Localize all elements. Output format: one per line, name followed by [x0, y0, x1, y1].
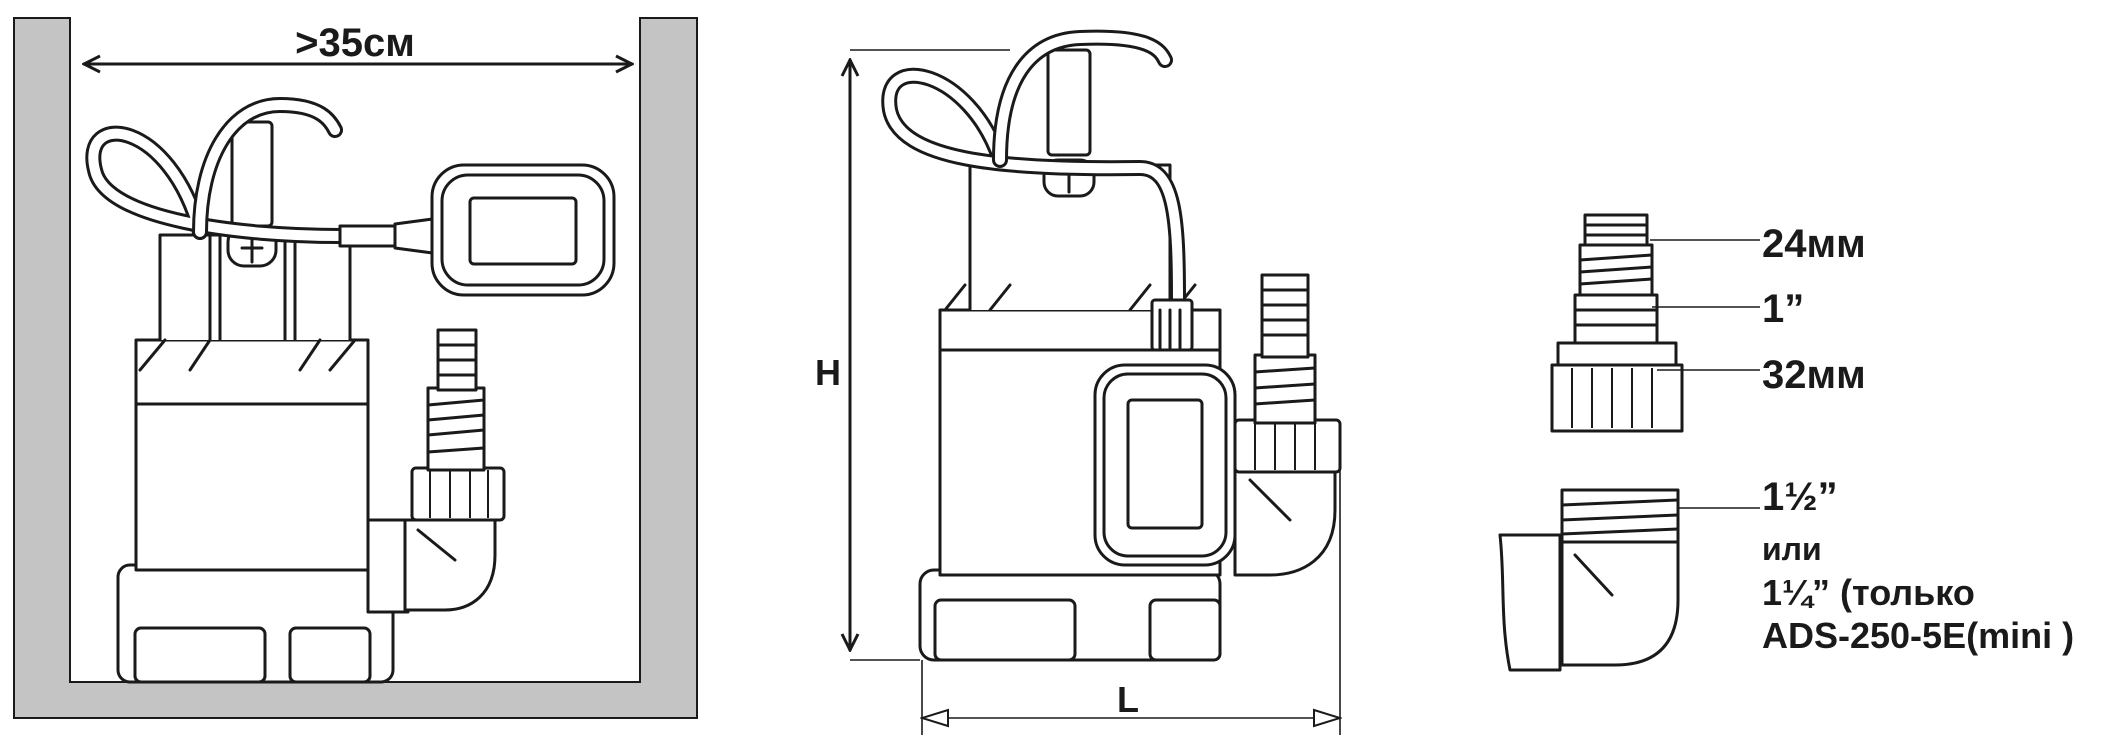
- length-label: L: [1117, 679, 1139, 720]
- fitting-label-1-quarter-inch: 1¼” (только: [1762, 572, 1975, 613]
- well-installation-view: >35см: [13, 17, 698, 719]
- height-label: H: [815, 352, 841, 393]
- fittings-detail-view: 24мм 1” 32мм 1½” или 1¼” (только ADS-250…: [1498, 213, 2074, 672]
- pump-dimensions-view: H L: [815, 29, 1342, 735]
- pump-front: [85, 96, 616, 684]
- elbow-connector: [1498, 488, 1680, 672]
- width-label: >35см: [295, 21, 415, 65]
- fitting-label-24mm: 24мм: [1762, 222, 1866, 266]
- fitting-label-32mm: 32мм: [1762, 353, 1866, 397]
- fitting-label-or: или: [1762, 531, 1822, 567]
- fitting-label-model: ADS-250-5E(mini ): [1762, 615, 2074, 656]
- fitting-label-1-inch: 1”: [1762, 287, 1804, 331]
- fitting-label-1-half-inch: 1½”: [1762, 475, 1838, 519]
- hose-adapter: [1550, 213, 1684, 433]
- pump-side: [881, 29, 1342, 662]
- well-wall: [13, 17, 698, 719]
